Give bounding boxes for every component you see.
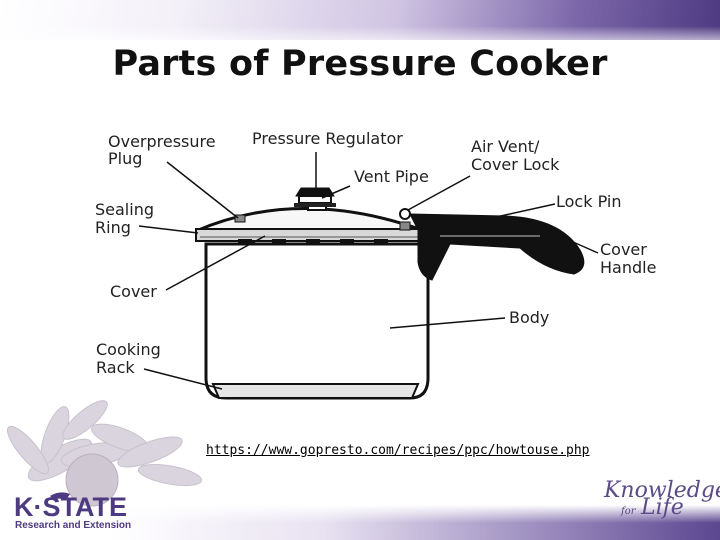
source-link[interactable]: https://www.gopresto.com/recipes/ppc/how…: [206, 443, 590, 458]
header-gradient: [0, 0, 720, 50]
tagline-knowledge: Knowledge: [604, 478, 720, 503]
footer-gradient: [0, 505, 720, 540]
label-lock-pin: Lock Pin: [556, 192, 621, 211]
label-cooking-rack-2: Rack: [96, 358, 135, 377]
label-cover: Cover: [110, 282, 157, 301]
slide-title: Parts of Pressure Cooker: [112, 44, 608, 84]
label-air-vent: Air Vent/: [471, 137, 540, 156]
label-sealing-ring-2: Ring: [95, 218, 131, 237]
cooker-body: [204, 242, 430, 400]
label-vent-pipe: Vent Pipe: [354, 167, 429, 186]
kstate-logo-subtitle: Research and Extension: [15, 520, 132, 531]
cooker-cover: [195, 207, 426, 233]
label-cover-handle-2: Handle: [600, 258, 656, 277]
cover-handle: [409, 213, 585, 281]
kstate-logo-name: K·STATE: [14, 492, 127, 522]
label-air-vent-2: Cover Lock: [471, 155, 560, 174]
label-body: Body: [509, 308, 549, 327]
label-overpressure-plug: Overpressure: [108, 132, 216, 151]
tagline-for: for: [621, 506, 636, 517]
tagline-life: Life: [641, 495, 684, 520]
label-overpressure-plug-2: Plug: [108, 149, 142, 168]
cooking-rack: [211, 383, 420, 399]
label-cover-handle: Cover: [600, 240, 647, 259]
label-cooking-rack: Cooking: [96, 340, 161, 359]
kstate-wildcat-logo: [50, 492, 70, 500]
sunflower-decoration: [7, 400, 203, 507]
overpressure-plug: [234, 214, 246, 223]
label-pressure-regulator: Pressure Regulator: [252, 129, 403, 148]
label-sealing-ring: Sealing: [95, 200, 154, 219]
